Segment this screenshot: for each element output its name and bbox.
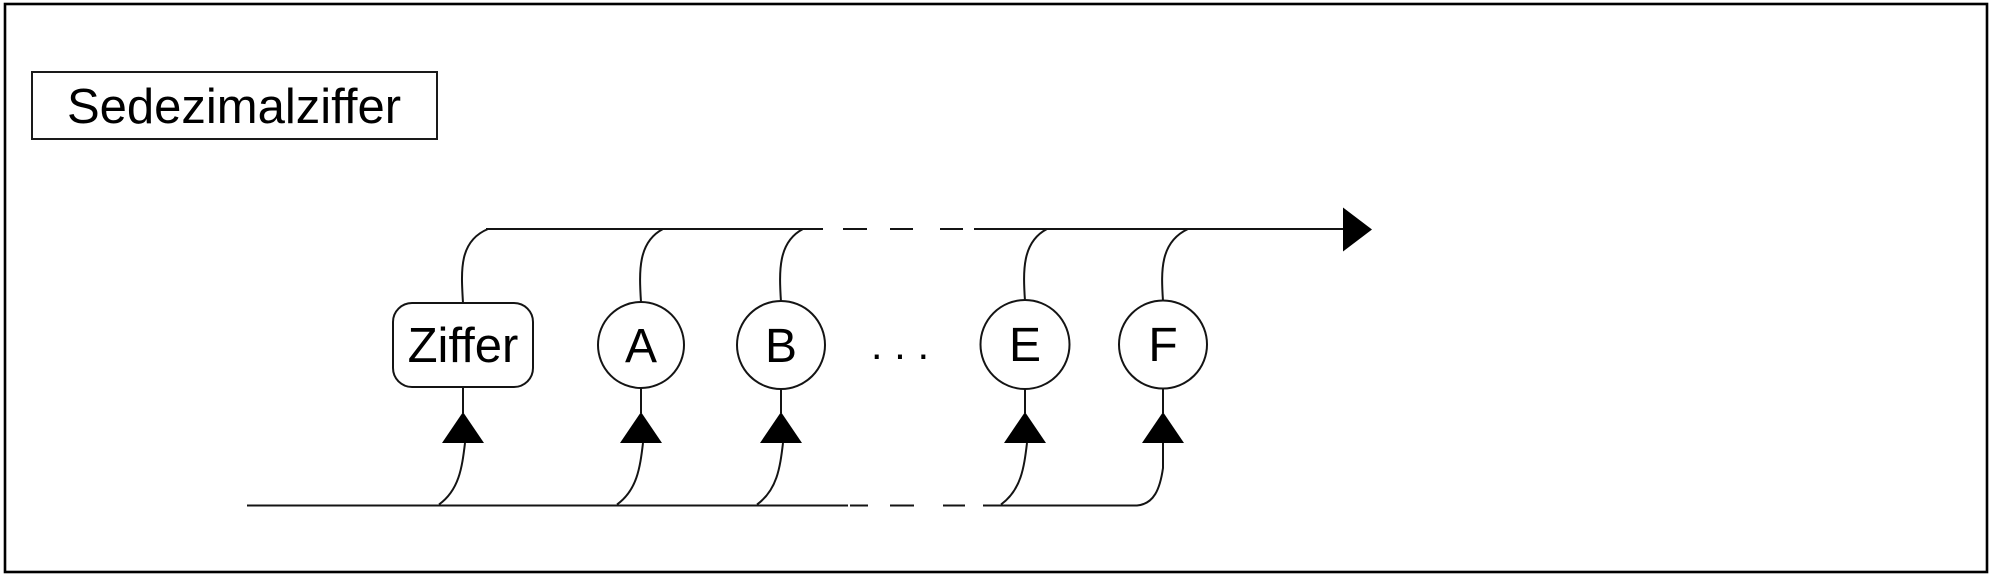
e-flow-arrowhead-icon (1004, 412, 1046, 443)
ziffer-flow-arrowhead-icon (442, 412, 484, 443)
ellipsis-label: . . . (871, 321, 929, 368)
node-ziffer-shape (392, 302, 534, 388)
node-f: F (1118, 299, 1208, 390)
node-e-label: E (1009, 319, 1041, 372)
node-e-shape (979, 299, 1071, 390)
e-bottom-connector (1000, 442, 1028, 506)
a-bottom-connector (616, 442, 644, 506)
e-top-connector (1023, 228, 1048, 302)
b-flow-arrowhead-icon (760, 412, 802, 443)
f-top-connector (1161, 228, 1189, 302)
node-a-label: A (625, 320, 657, 373)
a-flow-arrowhead-icon (620, 412, 662, 443)
a-top-connector (639, 228, 664, 303)
page-border (3, 2, 1989, 574)
node-f-shape (1118, 299, 1208, 390)
node-ziffer-label: Ziffer (408, 319, 519, 373)
node-e: E (979, 299, 1071, 390)
rule-title-box (31, 71, 438, 140)
bottom-rail-right-segment (983, 443, 1164, 507)
rule-title: Sedezimalziffer (67, 80, 401, 134)
ziffer-top-connector (461, 228, 489, 304)
node-b: B (736, 300, 826, 390)
b-top-connector (779, 228, 804, 303)
ziffer-bottom-connector (438, 442, 466, 506)
exit-arrowhead-icon (1343, 207, 1372, 252)
node-a: A (597, 301, 685, 389)
node-f-label: F (1148, 319, 1177, 372)
node-b-label: B (765, 320, 797, 373)
node-ziffer: Ziffer (392, 302, 534, 388)
f-flow-arrowhead-icon (1142, 412, 1184, 443)
node-b-shape (736, 300, 826, 390)
node-a-shape (597, 301, 685, 389)
b-bottom-connector (756, 442, 784, 506)
